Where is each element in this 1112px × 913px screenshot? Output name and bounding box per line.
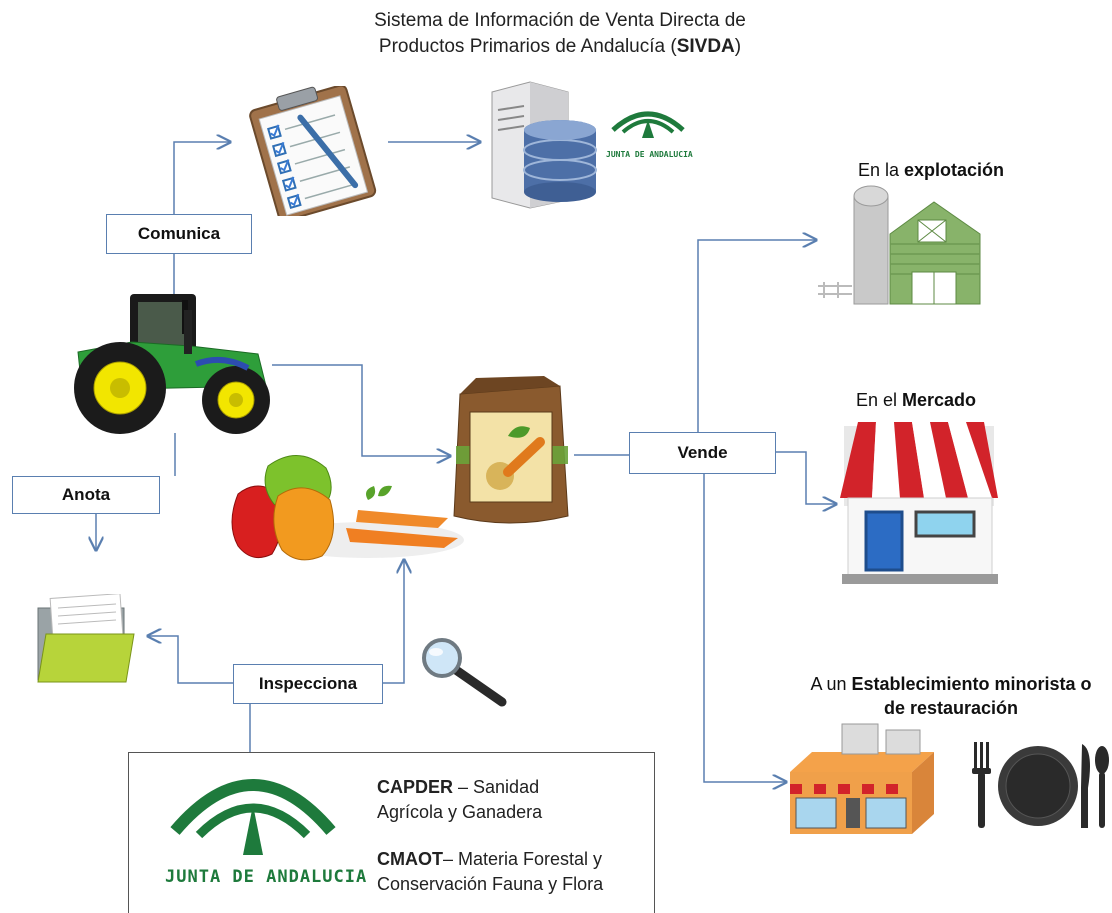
arrow-inspecciona-produce [382, 560, 404, 684]
explotacion-bold: explotación [904, 160, 1005, 180]
mercado-prefix: En el [855, 390, 902, 410]
system-title-line1: Sistema de Información de Venta Directa … [374, 10, 746, 31]
capder-desc: – Sanidad [453, 777, 540, 797]
clipboard-icon [249, 86, 377, 216]
inspecciona-box: Inspecciona [233, 664, 383, 704]
authority-panel: JUNTA DE ANDALUCIA CAPDER – Sanidad Agrí… [128, 752, 655, 913]
establecimiento-prefix: A un [810, 674, 852, 694]
system-title-line2: Productos Primarios de Andalucía (SIVDA) [300, 34, 820, 60]
anota-box: Anota [12, 476, 160, 514]
junta-de-andalucia-logo-text: JUNTA DE ANDALUCIA [165, 867, 368, 887]
capder-line1: CAPDER – Sanidad [377, 775, 542, 800]
establecimiento-line2: de restauración [790, 696, 1112, 720]
establecimiento-line1: A un Establecimiento minorista o [790, 672, 1112, 696]
explotacion-prefix: En la [857, 160, 904, 180]
cmaot-line1: CMAOT– Materia Forestal y [377, 847, 603, 872]
arrow-vende-mercado [774, 451, 836, 504]
folder-icon [37, 594, 135, 683]
capder-text: CAPDER – Sanidad Agrícola y Ganadera [377, 775, 542, 825]
junta-logo-small-text: JUNTA DE ANDALUCIA [606, 150, 693, 159]
arrow-tractor-bag [272, 364, 450, 456]
establecimiento-bold: Establecimiento minorista o [851, 674, 1092, 694]
capder-line2: Agrícola y Ganadera [377, 802, 543, 822]
junta-logo-icon [611, 111, 685, 138]
produce-bag-icon [453, 376, 569, 524]
vegetables-icon [231, 455, 464, 561]
capder-acronym: CAPDER [377, 777, 454, 797]
vende-box: Vende [629, 432, 776, 474]
plate-cutlery-icon [972, 742, 1109, 828]
cmaot-line2: Conservación Fauna y Flora [377, 874, 604, 894]
junta-de-andalucia-logo-icon [170, 779, 336, 855]
system-title: Sistema de Información de Venta Directa … [300, 8, 820, 60]
arrow-vende-establecimiento [703, 474, 786, 782]
establecimiento-bold2: de restauración [883, 698, 1019, 718]
server-database-icon [491, 81, 597, 209]
destination-establecimiento-label: A un Establecimiento minorista o de rest… [790, 672, 1112, 720]
cmaot-acronym: CMAOT [377, 849, 443, 869]
tractor-icon [74, 294, 270, 434]
destination-explotacion-label: En la explotación [826, 160, 1036, 181]
destination-mercado-label: En el Mercado [826, 390, 1006, 411]
comunica-box: Comunica [106, 214, 252, 254]
cmaot-desc: – Materia Forestal y [443, 849, 603, 869]
market-store-icon [840, 422, 998, 584]
mercado-bold: Mercado [902, 390, 977, 410]
arrow-vende-explotacion [697, 240, 816, 433]
title-suffix: ) [734, 36, 742, 57]
restaurant-building-icon [790, 723, 934, 834]
title-acronym: SIVDA [676, 36, 735, 57]
farm-barn-icon [818, 185, 981, 305]
arrow-inspecciona-folder [148, 636, 235, 684]
title-prefix: Productos Primarios de Andalucía ( [378, 36, 677, 57]
magnifier-icon [422, 638, 507, 707]
cmaot-text: CMAOT– Materia Forestal y Conservación F… [377, 847, 603, 897]
